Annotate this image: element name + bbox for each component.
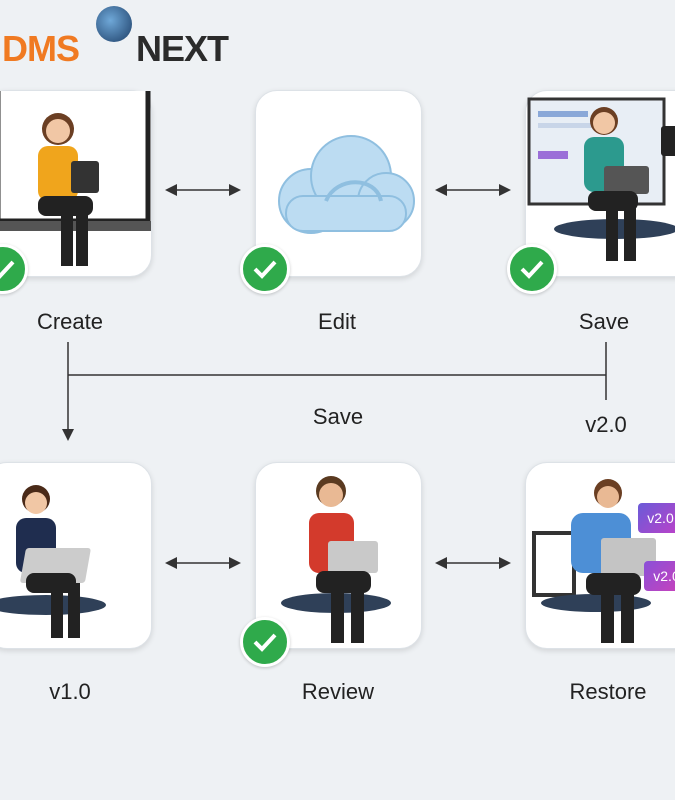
card-restore[interactable]: v2.0 v2.0 — [525, 462, 675, 649]
check-icon — [240, 244, 290, 294]
connector-label-version: v2.0 — [585, 412, 627, 437]
person-with-tablet-illustration — [0, 83, 156, 266]
version-badge: v2.0 — [644, 561, 675, 591]
logo-dms: DMS — [2, 28, 80, 69]
step-label-restore: Restore — [569, 679, 647, 704]
step-label-edit: Edit — [318, 309, 356, 334]
person-with-laptop-illustration — [527, 97, 675, 261]
card-edit[interactable] — [255, 90, 422, 277]
card-review[interactable] — [255, 462, 422, 649]
globe-icon — [96, 6, 132, 42]
person-with-laptop-illustration — [281, 476, 391, 643]
cloud-icon — [278, 135, 415, 234]
step-label-save: Save — [578, 309, 630, 334]
card-create[interactable] — [0, 83, 156, 277]
version-badge: v2.0 — [638, 503, 675, 533]
person-with-laptop-illustration — [532, 479, 656, 643]
logo-next: NEXT — [136, 28, 229, 69]
check-icon — [507, 244, 557, 294]
step-label-create: Create — [36, 309, 104, 334]
person-with-laptop-illustration — [0, 485, 106, 638]
step-label-v1: v1.0 — [49, 679, 91, 704]
card-save[interactable] — [525, 90, 675, 277]
check-icon — [240, 617, 290, 667]
connector-label-save: Save — [312, 404, 364, 429]
card-v1[interactable] — [0, 462, 152, 649]
step-label-review: Review — [301, 679, 375, 704]
